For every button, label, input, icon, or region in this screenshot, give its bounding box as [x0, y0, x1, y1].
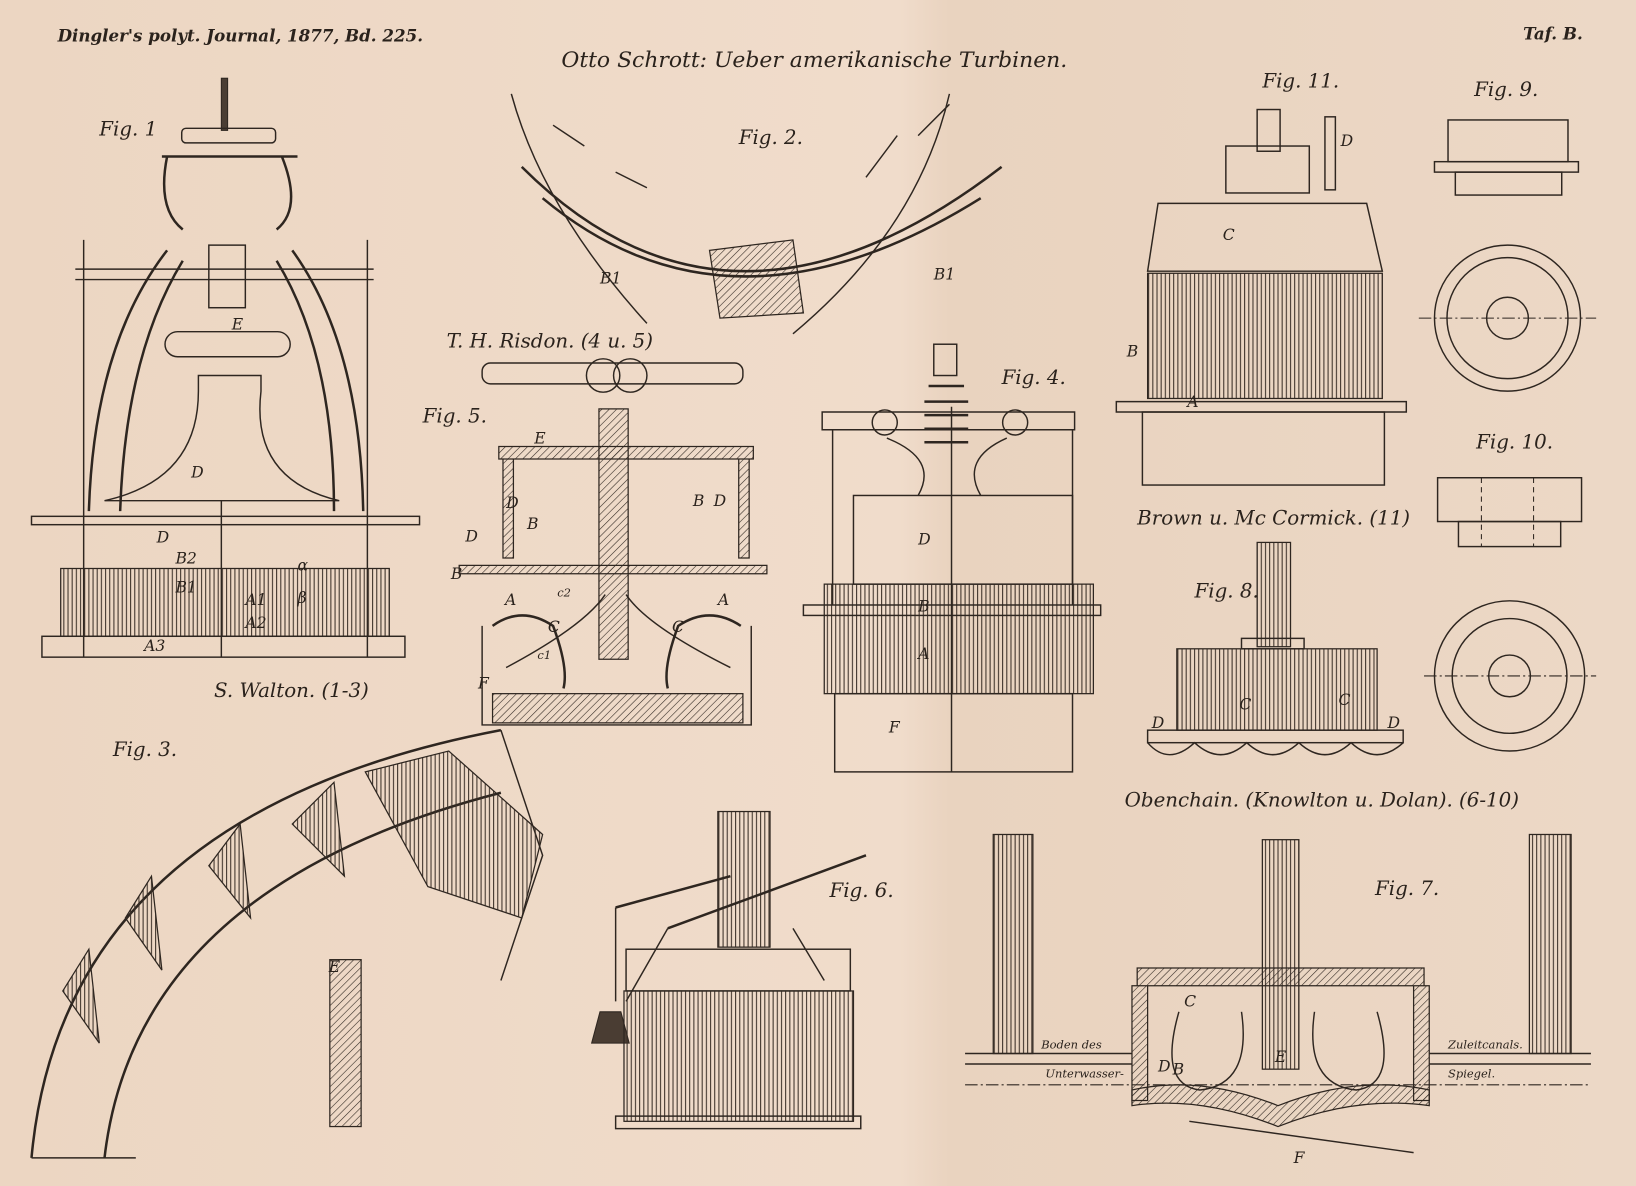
part-label: B2	[174, 548, 196, 567]
part-label: D	[156, 527, 170, 546]
part-label: F	[888, 717, 901, 736]
part-label: B	[1126, 342, 1138, 361]
part-label: β	[296, 588, 306, 607]
part-label: B	[692, 491, 704, 510]
part-label: α	[297, 556, 308, 575]
figure-11: Fig. 11. D C B A Brown u. Mc Cormick. (1…	[1115, 70, 1410, 530]
figure-caption: Fig. 9.	[1473, 78, 1538, 101]
annotation: Boden des	[1040, 1037, 1102, 1051]
figure-4: Fig. 4. D B A F	[802, 343, 1102, 773]
figure-6: Fig. 6.	[590, 810, 894, 1130]
maker-brown: Brown u. Mc Cormick. (11)	[1136, 507, 1410, 530]
figure-8: Fig. 8. C C D D Obenchain. (Knowlton u. …	[1125, 541, 1519, 811]
plate-title: Otto Schrott: Ueber amerikanische Turbin…	[561, 48, 1067, 73]
part-label: B1	[599, 269, 621, 288]
maker-risdon: T. H. Risdon. (4 u. 5)	[447, 329, 653, 352]
journal-reference: Dingler's polyt. Journal, 1877, Bd. 225.	[57, 26, 423, 46]
part-label: A3	[142, 636, 165, 655]
figure-caption: Fig. 7.	[1374, 877, 1439, 900]
part-label: B1	[933, 265, 955, 284]
part-label: A	[503, 590, 516, 609]
annotation: Zuleitcanals.	[1447, 1037, 1523, 1051]
part-label: D	[713, 491, 727, 510]
part-label: A2	[243, 613, 266, 632]
figure-caption: Fig. 4.	[1001, 366, 1066, 389]
part-label: c2	[557, 586, 571, 600]
part-label: C	[672, 617, 684, 636]
part-label: A	[916, 644, 929, 663]
part-label: C	[1184, 992, 1196, 1011]
figure-caption: Fig. 11.	[1261, 70, 1339, 93]
maker-obenchain: Obenchain. (Knowlton u. Dolan). (6-10)	[1125, 788, 1519, 811]
part-label: E	[533, 428, 546, 447]
figure-caption: Fig. 5.	[422, 404, 487, 427]
part-label: C	[1239, 694, 1251, 713]
figure-7: Fig. 7. C D B E F Boden des Zuleitcanals…	[965, 833, 1591, 1167]
figure-caption: Fig. 2.	[738, 126, 803, 149]
part-label: D	[1387, 713, 1401, 732]
part-label: A	[1185, 392, 1198, 411]
part-label: E	[231, 315, 244, 334]
annotation: Unterwasser-	[1045, 1067, 1124, 1081]
part-label: C	[548, 617, 560, 636]
maker-walton: S. Walton. (1-3)	[214, 679, 369, 702]
figure-2: Fig. 2. B1 B1	[510, 93, 1003, 335]
part-label: A1	[243, 590, 266, 609]
plate-number: Taf. B.	[1523, 24, 1583, 44]
figure-caption: Fig. 6.	[828, 879, 893, 902]
part-label: C	[1223, 225, 1235, 244]
part-label: D	[1151, 713, 1165, 732]
figure-10: Fig. 10.	[1424, 431, 1597, 752]
part-label: E	[328, 957, 341, 976]
part-label: D	[1157, 1056, 1171, 1075]
figure-9: Fig. 9.	[1418, 78, 1597, 392]
part-label: A	[716, 590, 729, 609]
part-label: B	[450, 564, 462, 583]
part-label: B	[526, 514, 538, 533]
part-label: D	[190, 463, 204, 482]
figure-5: T. H. Risdon. (4 u. 5) Fig. 5. E D B D B…	[422, 329, 768, 726]
part-label: D	[505, 493, 519, 512]
annotation: Spiegel.	[1448, 1067, 1495, 1081]
figure-caption: Fig. 1	[98, 118, 157, 141]
part-label: C	[1339, 690, 1351, 709]
part-label: B1	[174, 577, 196, 596]
figure-caption: Fig. 8.	[1194, 580, 1259, 603]
part-label: D	[464, 526, 478, 545]
part-label: D	[1340, 131, 1354, 150]
part-label: E	[1274, 1047, 1287, 1066]
figure-1: Fig. 1 E D D B2 B1 α A1 β A2 A3 S. Walto…	[30, 77, 421, 702]
part-label: F	[477, 673, 490, 692]
figure-caption: Fig. 3.	[112, 738, 177, 761]
figure-3: Fig. 3. E	[30, 728, 544, 1159]
part-label: B	[917, 596, 929, 615]
part-label: B	[1172, 1059, 1184, 1078]
part-label: D	[917, 529, 931, 548]
part-label: F	[1293, 1148, 1306, 1167]
part-label: c1	[537, 648, 551, 662]
figure-caption: Fig. 10.	[1475, 431, 1553, 454]
